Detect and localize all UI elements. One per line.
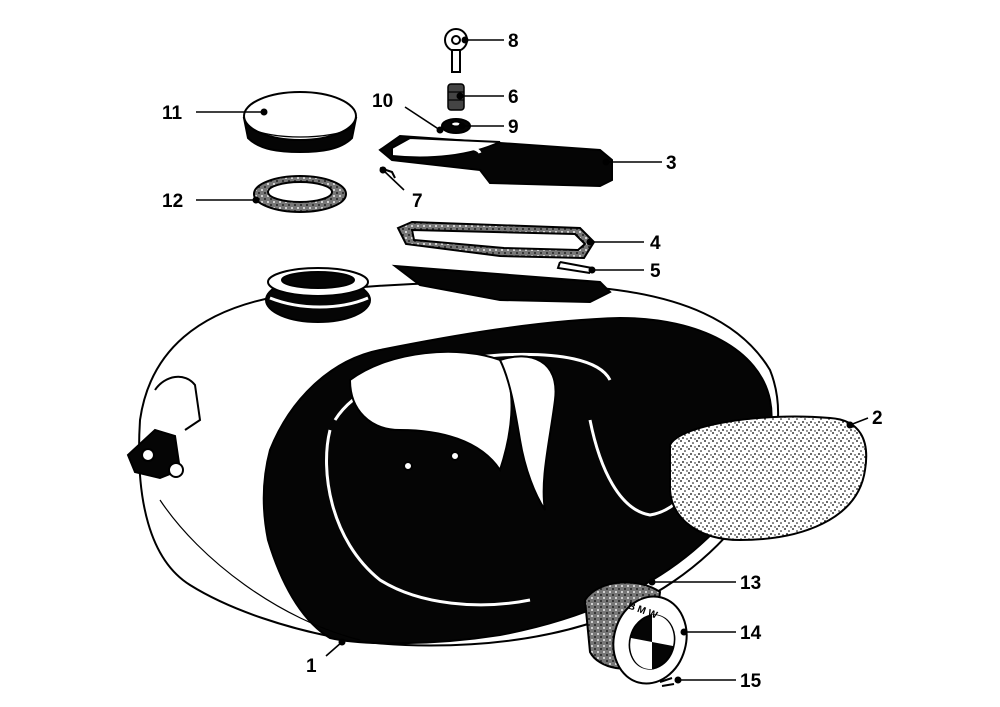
callout-5: 5 (650, 261, 661, 282)
filler-neck (265, 267, 371, 323)
toolbox-lid (378, 134, 613, 188)
callout-12: 12 (162, 191, 183, 212)
toolbox-recess (391, 264, 612, 304)
callout-15: 15 (740, 671, 762, 692)
callout-6: 6 (508, 87, 519, 108)
cap-gasket (253, 175, 347, 213)
callout-11: 11 (162, 103, 183, 124)
callout-8: 8 (508, 31, 519, 52)
filler-cap (242, 91, 358, 154)
tank-badge: B M W (583, 581, 688, 685)
knee-pad (669, 415, 868, 542)
leader-lines (196, 36, 869, 684)
callout-numbers: 1 2 3 4 5 6 7 8 9 10 11 12 13 14 15 (162, 31, 883, 692)
callout-1: 1 (306, 656, 317, 677)
callout-2: 2 (872, 408, 883, 429)
callout-4: 4 (650, 233, 661, 254)
badge-screw (659, 677, 675, 687)
screw (556, 261, 593, 274)
key (444, 28, 468, 73)
lock-cylinder (447, 83, 465, 111)
washer (441, 118, 471, 134)
toolbox-gasket (396, 220, 596, 260)
callout-14: 14 (740, 623, 762, 644)
callout-9: 9 (508, 117, 519, 138)
fuel-tank (126, 281, 779, 647)
callout-7: 7 (412, 191, 423, 212)
callout-13: 13 (740, 573, 761, 594)
callout-10: 10 (372, 91, 393, 112)
callout-3: 3 (666, 153, 677, 174)
